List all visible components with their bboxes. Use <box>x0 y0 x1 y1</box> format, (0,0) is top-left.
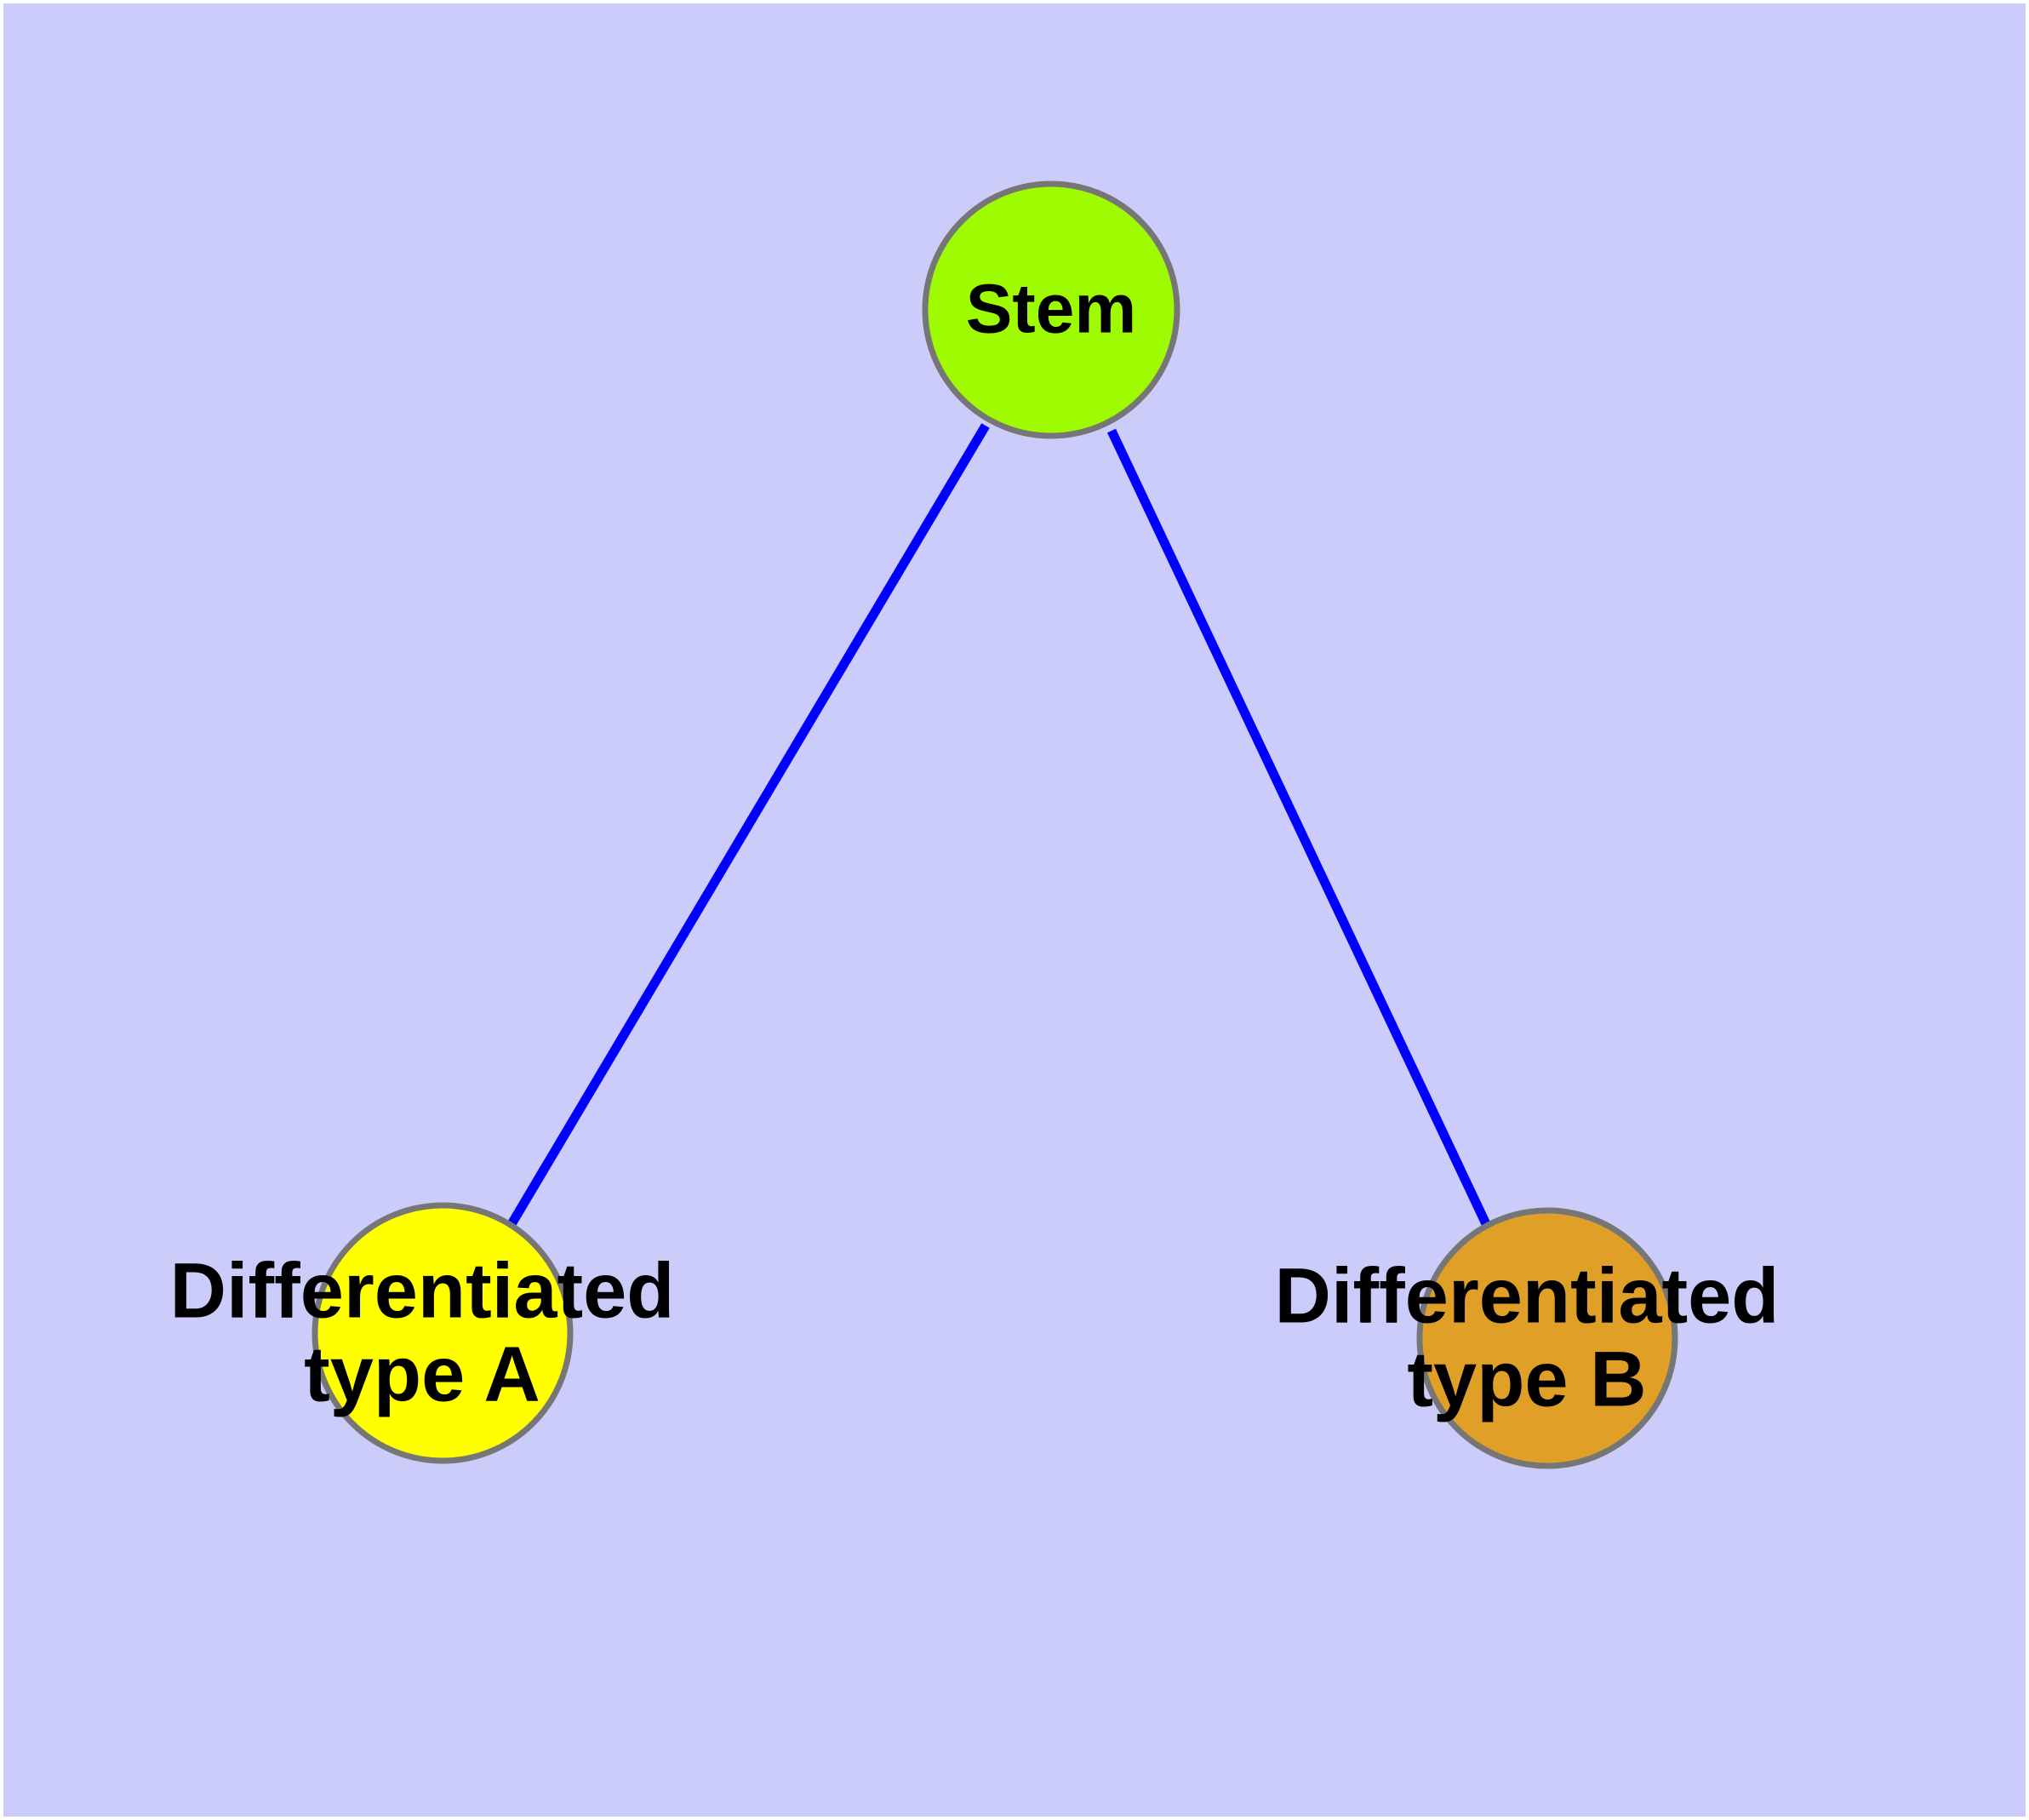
node-stem[interactable] <box>922 180 1180 439</box>
node-differentiated-type-b[interactable] <box>1416 1207 1678 1469</box>
edge-stem-to-differentiated-type-a[interactable] <box>507 423 990 1227</box>
edge-stem-to-differentiated-type-b[interactable] <box>1107 428 1492 1230</box>
node-differentiated-type-a[interactable] <box>311 1202 574 1464</box>
